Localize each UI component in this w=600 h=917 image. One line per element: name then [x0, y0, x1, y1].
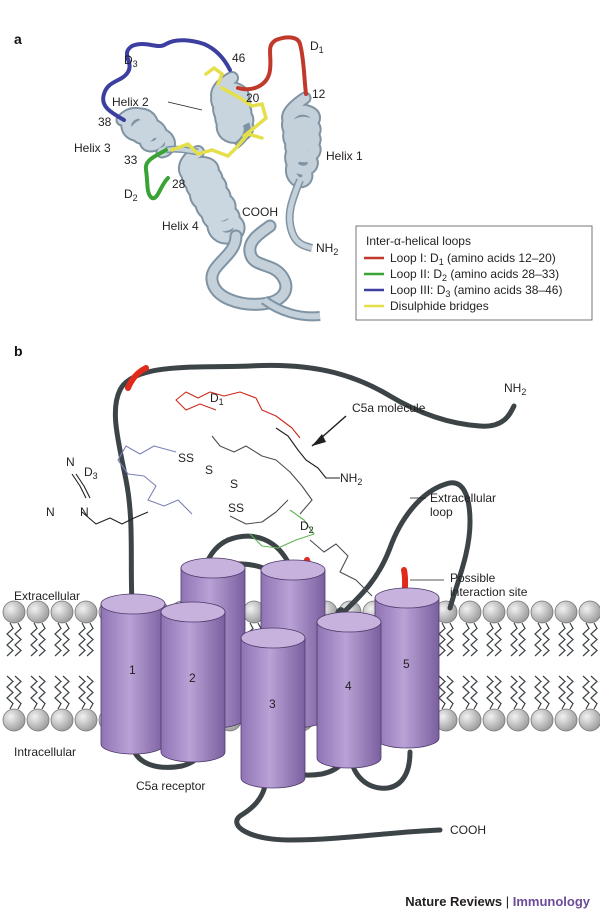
- interaction-highlight-nterm: [125, 365, 149, 391]
- journal-subject: Immunology: [512, 894, 590, 909]
- panel-b-label: b: [14, 343, 23, 359]
- c5a-ribbon-structure: [115, 71, 322, 322]
- legend: Inter-α-helical loops Loop I: D1 (amino …: [355, 225, 593, 321]
- lipid-head: [482, 600, 506, 624]
- helix-number-label: 1: [129, 663, 136, 677]
- lipid-head: [554, 708, 578, 732]
- residue-38: 38: [98, 115, 112, 129]
- residue-20: 20: [246, 91, 260, 105]
- label-ss-2: SS: [228, 501, 244, 515]
- helix-cylinder-4: 4: [316, 611, 382, 769]
- arrowhead: [312, 434, 326, 446]
- residue-12: 12: [312, 87, 326, 101]
- lipid-head: [530, 708, 554, 732]
- lipid-head: [74, 708, 98, 732]
- loop-d2-a: [143, 148, 170, 201]
- label-c5a-molecule: C5a molecule: [352, 401, 426, 415]
- lipid-head: [50, 600, 74, 624]
- label-extracellular-loop-2: loop: [430, 505, 453, 519]
- lipid-head: [2, 600, 26, 624]
- lipid-head: [530, 600, 554, 624]
- residue-33: 33: [124, 153, 138, 167]
- lipid-head: [578, 708, 600, 732]
- lipid-head: [554, 600, 578, 624]
- helix-cylinder-5: 5: [374, 587, 440, 749]
- label-cooh-a: COOH: [242, 205, 278, 219]
- label-extracellular: Extracellular: [14, 589, 80, 603]
- journal-credit: Nature Reviews | Immunology: [405, 894, 590, 909]
- helix-cylinder-1: 1: [100, 593, 166, 755]
- label-nh2-lys: NH2: [340, 471, 362, 487]
- label-d3-a: D3: [124, 53, 138, 69]
- transmembrane-helices: 7651243: [100, 557, 440, 789]
- residue-28: 28: [172, 177, 186, 191]
- label-n-left: N: [46, 505, 55, 519]
- label-d1-b: D1: [210, 391, 224, 407]
- label-ss-1: SS: [178, 451, 194, 465]
- panel-a-label: a: [14, 31, 22, 47]
- label-nh2-b: NH2: [504, 381, 526, 397]
- helix-cylinder-2: 2: [160, 601, 226, 763]
- legend-item: Loop II: D2 (amino acids 28–33): [364, 267, 559, 283]
- label-d2-a: D2: [124, 187, 138, 203]
- legend-item: Disulphide bridges: [364, 299, 489, 313]
- svg-text:Disulphide bridges: Disulphide bridges: [390, 299, 489, 313]
- lipid-head: [506, 600, 530, 624]
- label-intracellular: Intracellular: [14, 745, 76, 759]
- legend-title: Inter-α-helical loops: [366, 234, 471, 248]
- svg-text:Loop I: D1 (amino acids 12–20): Loop I: D1 (amino acids 12–20): [390, 251, 556, 267]
- label-d2-b: D2: [300, 519, 314, 535]
- legend-item: Loop I: D1 (amino acids 12–20): [364, 251, 556, 267]
- c5a-receptor-backbone: [112, 362, 517, 843]
- label-n-top: N: [66, 455, 75, 469]
- disulphide-bridges-a: [170, 65, 268, 159]
- svg-text:Loop III: D3 (amino acids 38–4: Loop III: D3 (amino acids 38–46): [390, 283, 562, 299]
- lipid-head: [458, 708, 482, 732]
- label-cooh-b: COOH: [450, 823, 486, 837]
- loop-d1-a: [236, 35, 308, 96]
- label-nh2-a: NH2: [316, 241, 338, 257]
- helix-number-label: 2: [189, 671, 196, 685]
- lipid-head: [26, 600, 50, 624]
- lipid-head: [506, 708, 530, 732]
- helix-number-label: 3: [269, 697, 276, 711]
- lipid-head: [458, 600, 482, 624]
- credit-separator: |: [505, 894, 510, 909]
- lipid-head: [2, 708, 26, 732]
- label-d3-b: D3: [84, 465, 98, 481]
- label-n-right: N: [80, 505, 89, 519]
- lipid-head: [26, 708, 50, 732]
- label-c5a-receptor: C5a receptor: [136, 779, 205, 793]
- helix-number-label: 5: [403, 657, 410, 671]
- label-s-1: S: [205, 463, 213, 477]
- residue-46: 46: [232, 51, 246, 65]
- lipid-head: [482, 708, 506, 732]
- label-helix-2: Helix 2: [112, 95, 149, 109]
- label-helix-3: Helix 3: [74, 141, 111, 155]
- helix-cylinder-3: 3: [240, 627, 306, 789]
- helix-number-label: 4: [345, 679, 352, 693]
- label-helix-4: Helix 4: [162, 219, 199, 233]
- c5a-molecule-trace: [71, 391, 373, 597]
- label-possible-1: Possible: [450, 571, 496, 585]
- label-extracellular-loop-1: Extracellular: [430, 491, 496, 505]
- label-helix-1: Helix 1: [326, 149, 363, 163]
- lipid-head: [50, 708, 74, 732]
- journal-name: Nature Reviews: [405, 894, 503, 909]
- svg-text:Loop II: D2 (amino acids 28–33: Loop II: D2 (amino acids 28–33): [390, 267, 559, 283]
- helix-2-pointer: [167, 101, 203, 111]
- lipid-head: [74, 600, 98, 624]
- label-possible-2: interaction site: [450, 585, 528, 599]
- loop-d3-a: [101, 38, 232, 122]
- label-s-2: S: [230, 477, 238, 491]
- legend-item: Loop III: D3 (amino acids 38–46): [364, 283, 562, 299]
- lipid-head: [578, 600, 600, 624]
- label-d1-a: D1: [310, 39, 324, 55]
